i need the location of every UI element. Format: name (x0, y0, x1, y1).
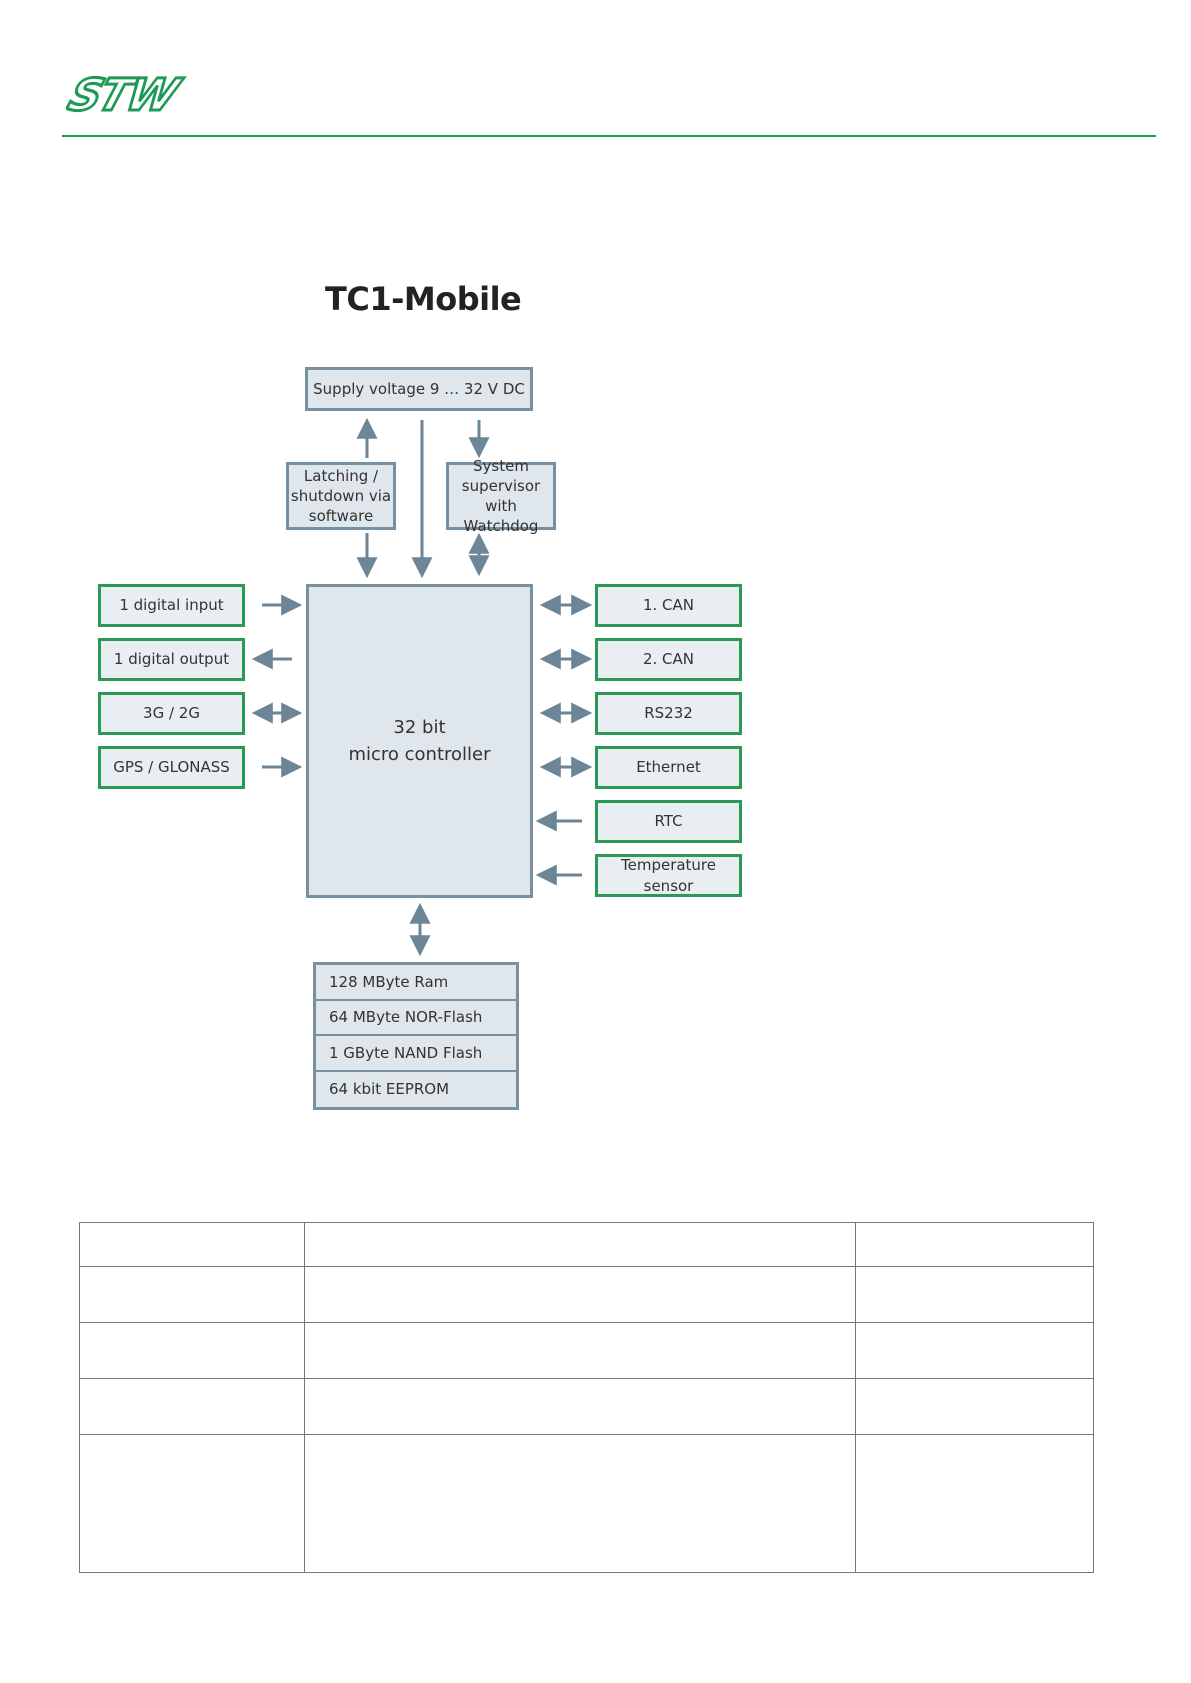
latching-line-3: software (308, 507, 374, 526)
latching-line-1: Latching / (303, 466, 379, 485)
latching-line-2: shutdown via (290, 486, 392, 505)
supply-voltage-box: Supply voltage 9 … 32 V DC (305, 367, 533, 411)
supervisor-line-1: System (473, 456, 529, 475)
table-cell (304, 1222, 856, 1267)
table-cell (855, 1434, 1094, 1573)
table-cell (855, 1322, 1094, 1379)
supervisor-line-2: supervisor with (461, 476, 541, 515)
table-row (79, 1378, 1094, 1435)
cpu-line-2: micro controller (348, 744, 491, 765)
table-cell (79, 1222, 305, 1267)
memory-nand-flash: 1 GByte NAND Flash (316, 1036, 516, 1072)
ethernet-label: Ethernet (636, 758, 701, 777)
table-cell (855, 1266, 1094, 1323)
digital-input-box: 1 digital input (98, 584, 245, 627)
table-cell (79, 1266, 305, 1323)
table-cell (855, 1378, 1094, 1435)
memory-ram: 128 MByte Ram (316, 965, 516, 1001)
digital-output-label: 1 digital output (113, 650, 230, 669)
table-cell (79, 1434, 305, 1573)
supply-voltage-label: Supply voltage 9 … 32 V DC (313, 379, 525, 398)
rs232-label: RS232 (644, 704, 693, 723)
ethernet-box: Ethernet (595, 746, 742, 789)
digital-input-label: 1 digital input (119, 596, 224, 615)
table-cell (304, 1434, 856, 1573)
rtc-box: RTC (595, 800, 742, 843)
cpu-box: 32 bit micro controller (306, 584, 533, 898)
header-rule (62, 135, 1156, 137)
table-row (79, 1222, 1094, 1267)
spec-table (79, 1222, 1094, 1573)
latching-box: Latching / shutdown via software (286, 462, 396, 530)
digital-output-box: 1 digital output (98, 638, 245, 681)
temperature-sensor-label: Temperature sensor (620, 856, 717, 895)
table-cell (304, 1378, 856, 1435)
can2-label: 2. CAN (642, 650, 695, 669)
memory-stack: 128 MByte Ram 64 MByte NOR-Flash 1 GByte… (313, 962, 519, 1110)
gps-glonass-label: GPS / GLONASS (113, 758, 230, 777)
diagram-title: TC1-Mobile (325, 280, 522, 318)
table-cell (79, 1322, 305, 1379)
stw-logo: STW (66, 72, 189, 118)
can1-label: 1. CAN (642, 596, 695, 615)
table-cell (79, 1378, 305, 1435)
memory-nor-flash: 64 MByte NOR-Flash (316, 1001, 516, 1036)
table-row (79, 1434, 1094, 1573)
3g-2g-box: 3G / 2G (98, 692, 245, 735)
table-cell (304, 1266, 856, 1323)
table-cell (304, 1322, 856, 1379)
3g-2g-label: 3G / 2G (143, 704, 200, 723)
temperature-sensor-box: Temperature sensor (595, 854, 742, 897)
cpu-line-1: 32 bit (393, 717, 446, 738)
rs232-box: RS232 (595, 692, 742, 735)
supervisor-box: System supervisor with Watchdog (446, 457, 556, 535)
memory-eeprom: 64 kbit EEPROM (329, 1080, 450, 1099)
table-row (79, 1266, 1094, 1323)
table-row (79, 1322, 1094, 1379)
supervisor-line-3: Watchdog (463, 517, 539, 536)
can1-box: 1. CAN (595, 584, 742, 627)
gps-glonass-box: GPS / GLONASS (98, 746, 245, 789)
table-cell (855, 1222, 1094, 1267)
logo-text: STW (66, 72, 187, 118)
rtc-label: RTC (654, 812, 683, 831)
can2-box: 2. CAN (595, 638, 742, 681)
